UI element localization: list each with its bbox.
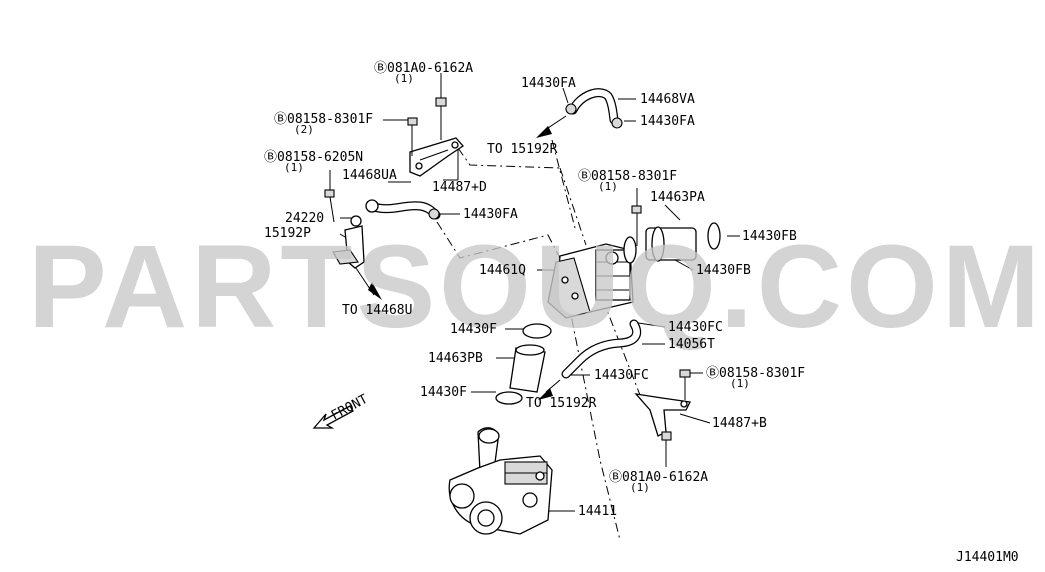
hose-14468va xyxy=(536,88,623,138)
bolt-08158-8301f-upper xyxy=(407,117,418,156)
front-arrow xyxy=(312,405,354,429)
callout-14430fa-left: 14430FA xyxy=(463,207,518,222)
pipe-14463pb xyxy=(495,323,552,405)
callout-08158-8301f-lower: Ⓑ08158-8301F xyxy=(706,366,805,381)
callout-qty: (1) xyxy=(394,72,414,85)
callout-081a0-6162a-bottom: Ⓑ081A0-6162A xyxy=(609,470,708,485)
callout-14468ua: 14468UA xyxy=(342,168,397,183)
leader-lines xyxy=(329,73,740,541)
callout-14463pb: 14463PB xyxy=(428,351,483,366)
egr-cooler-14461q xyxy=(547,205,642,319)
front-label: FRONT xyxy=(329,392,371,424)
bracket-14487b xyxy=(634,369,691,441)
callout-14430f-lower: 14430F xyxy=(420,385,467,400)
callout-to-14468u: TO 14468U xyxy=(342,303,412,318)
callout-14430fa-right: 14430FA xyxy=(640,114,695,129)
callout-14430f-upper: 14430F xyxy=(450,322,497,337)
tube-14056t xyxy=(538,319,642,400)
callout-qty: (1) xyxy=(598,180,618,193)
callout-08158-6205n: Ⓑ08158-6205N xyxy=(264,150,363,165)
callout-14468va: 14468VA xyxy=(640,92,695,107)
callout-14463pa: 14463PA xyxy=(650,190,705,205)
callout-qty: (1) xyxy=(630,481,650,494)
callout-14487d: 14487+D xyxy=(432,180,487,195)
callout-081a0-6162a-top: Ⓑ081A0-6162A xyxy=(374,61,473,76)
watermark: PARTSOUQ.COM xyxy=(28,221,1044,353)
callout-to-15192r-top: TO 15192R xyxy=(487,142,558,157)
callout-15192p: 15192P xyxy=(264,226,311,241)
callout-14487b: 14487+B xyxy=(712,416,767,431)
callout-14430fa-top: 14430FA xyxy=(521,76,576,91)
hose-14468ua xyxy=(365,199,441,220)
bracket-14487d xyxy=(409,137,464,177)
bolt-08158-6205n xyxy=(324,189,335,223)
diagram-code: J14401M0 xyxy=(956,550,1019,565)
turbocharger-14411 xyxy=(448,427,553,535)
callout-24220: 24220 xyxy=(285,211,324,226)
callout-qty: (1) xyxy=(284,161,304,174)
callout-14430fc-lower: 14430FC xyxy=(594,368,649,383)
callout-14056t: 14056T xyxy=(668,337,715,352)
callout-14430fc-upper: 14430FC xyxy=(668,320,723,335)
callout-08158-8301f-upper: Ⓑ08158-8301F xyxy=(274,112,373,127)
fitting-15192p xyxy=(332,215,382,300)
pipe-14463pa xyxy=(623,222,721,264)
callout-14411: 14411 xyxy=(578,504,617,519)
callout-qty: (1) xyxy=(730,377,750,390)
callout-14430fb-lower: 14430FB xyxy=(696,263,751,278)
bolt-081a0-6162a-top xyxy=(435,97,447,140)
callout-to-15192r-lower: TO 15192R xyxy=(526,396,597,411)
callout-14461q: 14461Q xyxy=(479,263,526,278)
callout-08158-8301f-mid: Ⓑ08158-8301F xyxy=(578,169,677,184)
callout-14430fb-right: 14430FB xyxy=(742,229,797,244)
callout-labels: Ⓑ081A0-6162A (1) Ⓑ08158-8301F (2) Ⓑ08158… xyxy=(264,61,1019,565)
callout-qty: (2) xyxy=(294,123,314,136)
